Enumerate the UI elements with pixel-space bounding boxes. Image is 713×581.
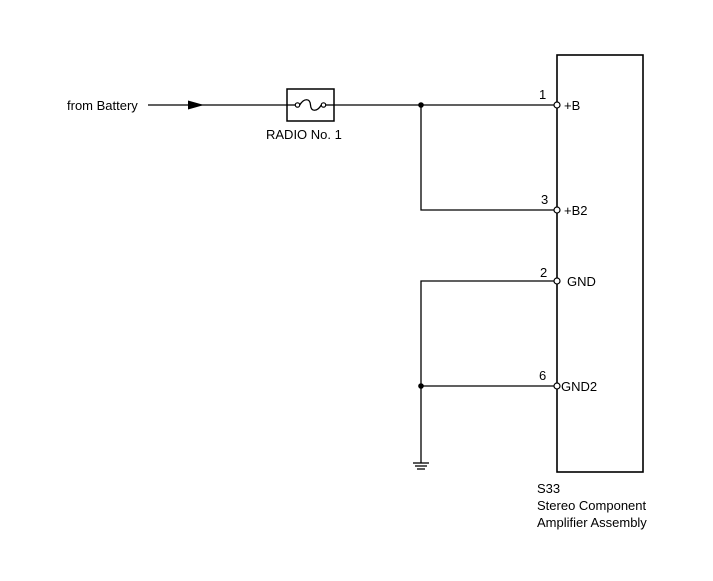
pin-name-gnd2: GND2 [561, 379, 597, 394]
pin-number-6: 6 [539, 368, 546, 383]
wire-branch-to-pin3 [420, 105, 554, 211]
component-id: S33 [537, 481, 560, 496]
component-name-line1: Stereo Component [537, 498, 647, 513]
fuse-label: RADIO No. 1 [266, 127, 342, 142]
battery-arrow-icon [188, 100, 204, 110]
pin-name-b: +B [564, 98, 580, 113]
component-name-line2: Amplifier Assembly [537, 515, 647, 530]
wire-pin2-to-ground [420, 280, 554, 463]
component-box [556, 54, 644, 473]
pin-name-b2: +B2 [564, 203, 588, 218]
splice-point-gnd [418, 383, 424, 389]
terminal-pin1 [553, 101, 561, 109]
terminal-pin3 [553, 206, 561, 214]
pin-number-3: 3 [541, 192, 548, 207]
fuse-icon [287, 99, 334, 111]
from-battery-label: from Battery [67, 98, 138, 113]
pin-name-gnd: GND [567, 274, 596, 289]
ground-icon [413, 462, 429, 470]
pin-number-1: 1 [539, 87, 546, 102]
terminal-pin6 [553, 382, 561, 390]
terminal-pin2 [553, 277, 561, 285]
pin-number-2: 2 [540, 265, 547, 280]
